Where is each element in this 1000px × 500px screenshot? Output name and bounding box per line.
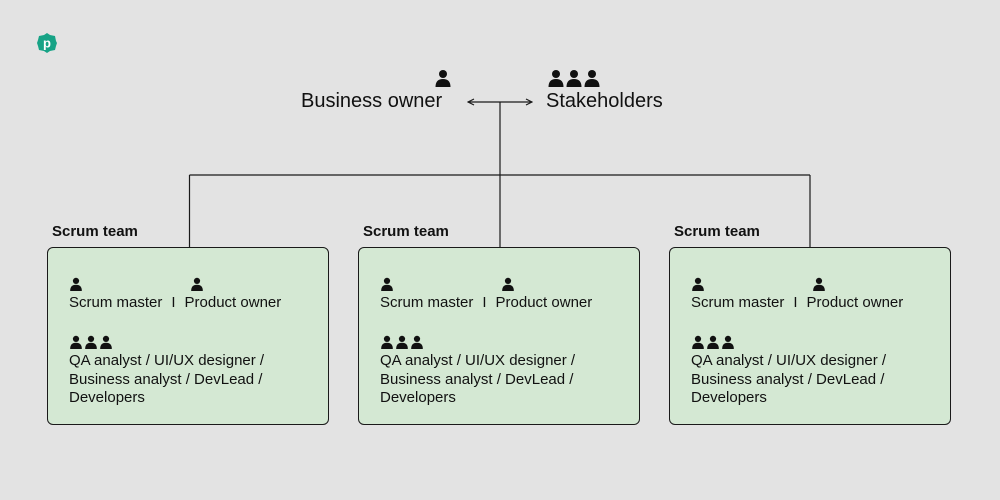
brand-logo-letter: p: [43, 36, 51, 51]
person-icon: [566, 70, 582, 87]
scrum-master-label: Scrum master: [380, 294, 474, 311]
members-line: QA analyst / UI/UX designer /: [69, 352, 265, 369]
members-line: QA analyst / UI/UX designer /: [691, 352, 887, 369]
role-separator: I: [171, 294, 176, 311]
members-line: Business analyst / DevLead /: [380, 370, 574, 388]
person-icon: [396, 335, 408, 349]
person-icon: [411, 335, 423, 349]
person-icon: [100, 335, 112, 349]
person-icon: [548, 70, 564, 87]
members-line: Developers: [691, 389, 767, 406]
brand-logo-icon: p: [37, 33, 57, 53]
roles-line: Scrum master I Product owner: [691, 294, 903, 312]
scrum-master-label: Scrum master: [691, 294, 785, 311]
team-title: Scrum team: [363, 223, 449, 240]
person-icon: [502, 277, 514, 291]
members-line: Business analyst / DevLead /: [691, 370, 885, 388]
scrum-team-card: Scrum master I Product owner QA analyst / …: [47, 247, 329, 425]
members-line: QA analyst / UI/UX designer /: [380, 352, 576, 369]
role-separator: I: [793, 294, 798, 311]
business-owner-label: Business owner: [301, 90, 443, 112]
scrum-master-label: Scrum master: [69, 294, 163, 311]
members-line: Developers: [380, 389, 456, 406]
members-line: Business analyst / DevLead /: [69, 370, 263, 388]
scrum-team-card: Scrum master I Product owner QA analyst / …: [669, 247, 951, 425]
members-line: Developers: [69, 389, 145, 406]
person-icon: [381, 277, 393, 291]
product-owner-label: Product owner: [495, 294, 593, 311]
person-icon: [70, 335, 82, 349]
team-title: Scrum team: [674, 223, 760, 240]
stakeholders-label: Stakeholders: [546, 90, 663, 112]
team-members-text: QA analyst / UI/UX designer / Business a…: [380, 352, 630, 408]
role-separator: I: [482, 294, 487, 311]
person-icon: [692, 335, 704, 349]
person-icon: [191, 277, 203, 291]
product-owner-label: Product owner: [184, 294, 282, 311]
person-icon: [381, 335, 393, 349]
product-owner-label: Product owner: [806, 294, 904, 311]
person-icon: [692, 277, 704, 291]
scrum-team-card: Scrum master I Product owner QA analyst / …: [358, 247, 640, 425]
team-members-text: QA analyst / UI/UX designer / Business a…: [691, 352, 941, 408]
roles-line: Scrum master I Product owner: [69, 294, 281, 312]
person-icon: [707, 335, 719, 349]
person-icon: [70, 277, 82, 291]
team-members-text: QA analyst / UI/UX designer / Business a…: [69, 352, 319, 408]
person-icon: [584, 70, 600, 87]
roles-line: Scrum master I Product owner: [380, 294, 592, 312]
person-icon: [813, 277, 825, 291]
person-icon: [85, 335, 97, 349]
person-icon: [435, 70, 451, 87]
person-icon: [722, 335, 734, 349]
team-title: Scrum team: [52, 223, 138, 240]
